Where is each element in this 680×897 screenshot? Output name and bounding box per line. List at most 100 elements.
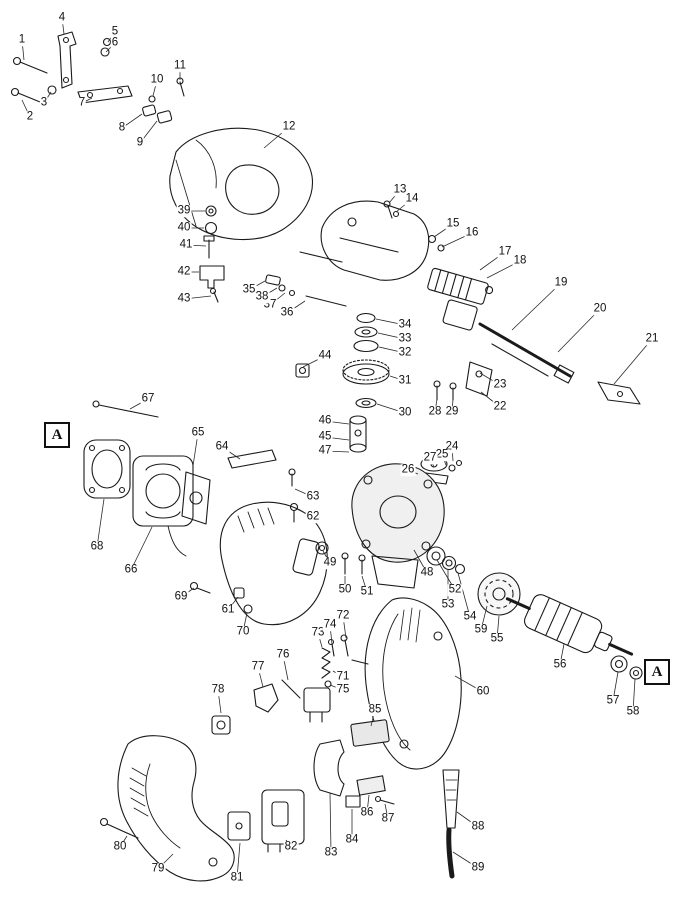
housing-screws — [433, 380, 457, 401]
strain-plate — [211, 715, 231, 735]
callout-84: 84 — [344, 833, 360, 846]
cord-guard — [442, 769, 460, 829]
callout-39: 39 — [176, 204, 192, 217]
bearing-washers — [426, 546, 466, 575]
section-marker-a-2: A — [644, 659, 670, 685]
callout-38: 38 — [254, 290, 270, 303]
brush-holder — [313, 739, 395, 808]
baffle-plate — [350, 719, 390, 747]
callout-50: 50 — [337, 583, 353, 596]
callout-76: 76 — [275, 648, 291, 661]
callout-75: 75 — [335, 683, 351, 696]
handle-housing — [117, 735, 235, 882]
callout-30: 30 — [397, 406, 413, 419]
callout-49: 49 — [322, 556, 338, 569]
guide-rod — [478, 322, 641, 405]
callout-88: 88 — [470, 820, 486, 833]
callout-74: 74 — [322, 618, 338, 631]
callout-68: 68 — [89, 540, 105, 553]
leader-line-20 — [557, 308, 601, 353]
callout-82: 82 — [283, 840, 299, 853]
callout-47: 47 — [317, 444, 333, 457]
callout-31: 31 — [397, 374, 413, 387]
callout-73: 73 — [310, 626, 326, 639]
callout-19: 19 — [553, 276, 569, 289]
leader-line-66 — [130, 526, 153, 571]
switch-block — [303, 687, 331, 723]
callout-55: 55 — [489, 632, 505, 645]
callout-87: 87 — [380, 812, 396, 825]
callout-1: 1 — [17, 33, 27, 46]
callout-56: 56 — [552, 658, 568, 671]
callout-25: 25 — [434, 448, 450, 461]
small-parts-column — [199, 205, 225, 303]
callout-35: 35 — [241, 283, 257, 296]
callout-45: 45 — [317, 430, 333, 443]
pivot-bracket — [57, 31, 77, 89]
callout-41: 41 — [178, 238, 194, 251]
callout-37: 37 — [262, 298, 278, 311]
callout-70: 70 — [235, 625, 251, 638]
lock-lever — [253, 679, 301, 713]
leader-line-54 — [457, 572, 471, 618]
callout-43: 43 — [176, 292, 192, 305]
callout-51: 51 — [359, 585, 375, 598]
upper-housing — [169, 127, 314, 241]
callout-20: 20 — [592, 302, 608, 315]
callout-44: 44 — [317, 349, 333, 362]
insulation-plate — [227, 449, 277, 469]
washer-icon — [47, 85, 57, 95]
cover-screws — [383, 200, 445, 252]
shoe-assembly — [427, 267, 494, 331]
callout-21: 21 — [644, 332, 660, 345]
callout-9: 9 — [135, 136, 145, 149]
brush-holder-plate — [181, 471, 211, 525]
needle-bearing — [295, 363, 310, 378]
callout-8: 8 — [117, 121, 127, 134]
callout-29: 29 — [444, 405, 460, 418]
rear-bearing — [610, 655, 643, 680]
callout-77: 77 — [250, 660, 266, 673]
callout-15: 15 — [445, 217, 461, 230]
section-marker-a-1: A — [44, 422, 70, 448]
long-screw — [92, 400, 159, 418]
field-stator — [132, 455, 194, 557]
callout-17: 17 — [497, 245, 513, 258]
leader-line-83 — [329, 792, 332, 854]
rear-housing — [364, 597, 462, 770]
callout-28: 28 — [427, 405, 443, 418]
callout-42: 42 — [176, 265, 192, 278]
callout-65: 65 — [190, 426, 206, 439]
power-cord — [446, 827, 455, 879]
fan — [477, 572, 521, 616]
callout-46: 46 — [317, 414, 333, 427]
callout-40: 40 — [176, 221, 192, 234]
callout-80: 80 — [112, 840, 128, 853]
callout-16: 16 — [464, 226, 480, 239]
callout-34: 34 — [397, 318, 413, 331]
inner-housing — [320, 200, 430, 281]
callout-66: 66 — [123, 563, 139, 576]
leader-line-68 — [96, 498, 105, 548]
callout-6: 6 — [110, 36, 120, 49]
callout-24: 24 — [444, 440, 460, 453]
callout-12: 12 — [281, 120, 297, 133]
callout-69: 69 — [173, 590, 189, 603]
callout-11: 11 — [173, 59, 187, 72]
callout-81: 81 — [229, 871, 245, 884]
callout-58: 58 — [625, 705, 641, 718]
leader-line-21 — [613, 338, 653, 385]
callout-22: 22 — [492, 400, 508, 413]
callout-71: 71 — [335, 670, 351, 683]
callout-79: 79 — [150, 862, 166, 875]
callout-85: 85 — [367, 703, 383, 716]
callout-7: 7 — [77, 96, 87, 109]
pins-and-rods — [265, 251, 347, 307]
handle-screw — [99, 817, 139, 839]
callout-54: 54 — [462, 610, 478, 623]
callout-3: 3 — [39, 96, 49, 109]
callout-53: 53 — [440, 598, 456, 611]
callout-59: 59 — [473, 623, 489, 636]
callout-27: 27 — [422, 451, 438, 464]
